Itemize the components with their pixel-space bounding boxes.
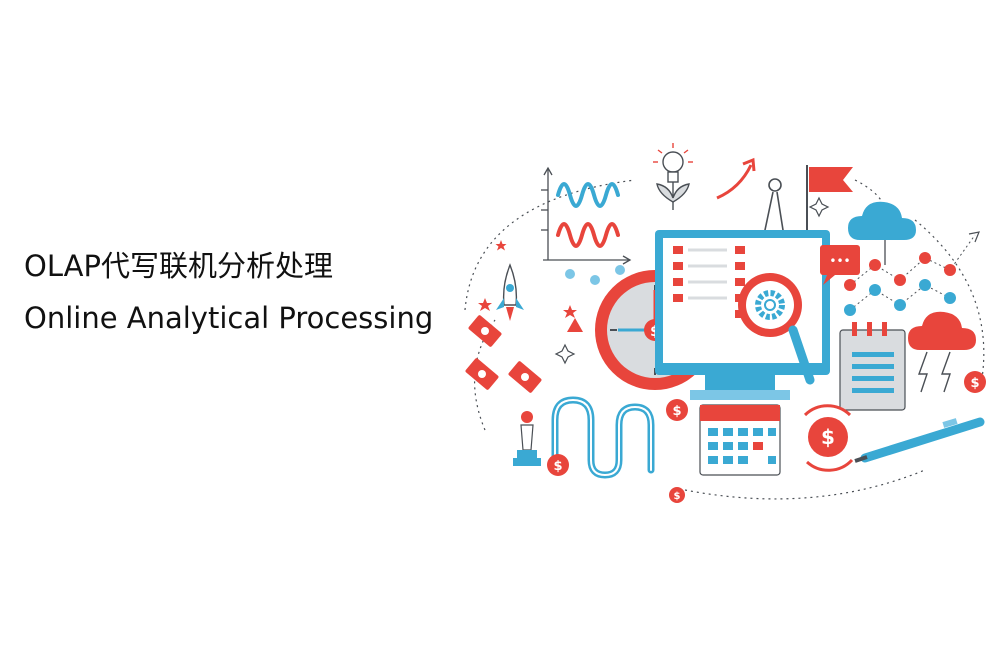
- flag-icon: [806, 165, 853, 230]
- star-icons: [478, 240, 583, 332]
- wave-line-2: [556, 222, 620, 248]
- money-bill-icon: [465, 315, 542, 393]
- coin-dollar-3: $: [674, 491, 681, 502]
- lightbulb-icon: [653, 143, 693, 210]
- coin-dollar-1: $: [672, 404, 681, 419]
- calendar-icon: [699, 404, 781, 476]
- dot-line-points: [844, 231, 980, 316]
- wavy-tube: [551, 396, 655, 479]
- axis-chart: [541, 166, 632, 265]
- wave-line-1: [556, 182, 620, 208]
- coin-dollar-4: $: [970, 376, 979, 391]
- chat-dots: •••: [829, 254, 850, 268]
- headline-title-en: Online Analytical Processing: [24, 301, 434, 335]
- gear-icon: [755, 290, 785, 320]
- coin-dollar-2: $: [553, 459, 562, 474]
- chat-bubble-icon: •••: [820, 245, 860, 285]
- growth-arrow: [716, 164, 753, 200]
- storm-cloud-icon: [908, 311, 976, 393]
- cycle-arrow-icon: [803, 404, 852, 417]
- dollar-coin-icons: [547, 371, 986, 503]
- rocket-icon: [496, 263, 524, 321]
- dot-line-chart: [849, 234, 976, 311]
- coin-dollar-5: $: [821, 425, 835, 449]
- headline-title-cn: OLAP代写联机分析处理: [24, 249, 333, 283]
- olap-illustration: $ •••: [464, 143, 986, 503]
- notepad-icon: [839, 322, 906, 411]
- cloud-icon: [848, 201, 916, 265]
- chess-piece-icon: [513, 411, 541, 466]
- headline: OLAP代写联机分析处理 Online Analytical Processin…: [24, 240, 433, 344]
- pen-icon: [854, 417, 985, 463]
